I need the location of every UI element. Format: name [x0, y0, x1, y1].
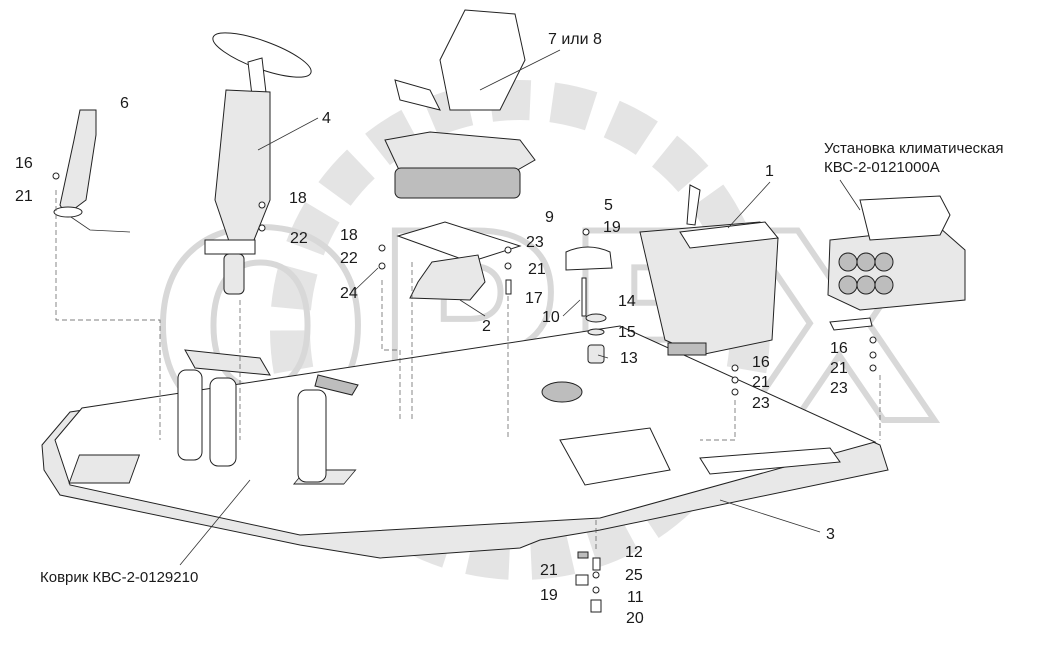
caption-climate-unit-line1: Установка климатическая	[824, 140, 1004, 157]
callout-16-console: 16	[752, 354, 770, 371]
callout-23-console: 23	[752, 395, 770, 412]
control-console	[639, 184, 779, 356]
callout-21-climate: 21	[830, 360, 848, 377]
callout-22-base: 22	[340, 250, 358, 267]
callout-19-cap: 19	[603, 219, 621, 236]
callout-9: 9	[545, 209, 554, 226]
callout-17: 17	[525, 290, 543, 307]
callout-15: 15	[618, 324, 636, 341]
seat-base	[396, 221, 522, 301]
callout-24: 24	[340, 285, 358, 302]
small-parts	[541, 246, 613, 403]
callout-3: 3	[826, 526, 835, 543]
callout-18-base: 18	[340, 227, 358, 244]
callout-2: 2	[482, 318, 491, 335]
floor-platform	[41, 325, 889, 559]
alignment-lines	[55, 190, 881, 550]
callout-7-or-8: 7 или 8	[548, 31, 602, 48]
callout-16-climate: 16	[830, 340, 848, 357]
callout-13: 13	[620, 350, 638, 367]
callout-18-column: 18	[289, 190, 307, 207]
callout-6: 6	[120, 95, 129, 112]
callout-5: 5	[604, 197, 613, 214]
callout-22-column: 22	[290, 230, 308, 247]
hardware	[52, 172, 877, 613]
steering-column	[204, 32, 312, 295]
callout-labels: 1 2 3 4 5 6 7 или 8 9 10 11 12 13 14 15 …	[15, 31, 848, 627]
leader-lines	[179, 49, 861, 566]
callout-1: 1	[765, 163, 774, 180]
callout-12: 12	[625, 544, 643, 561]
callout-23-climate: 23	[830, 380, 848, 397]
callout-11: 11	[627, 589, 644, 606]
callout-21-left: 21	[15, 188, 33, 205]
callout-23-base: 23	[526, 234, 544, 251]
captions: Установка климатическая КВС-2-0121000А К…	[40, 140, 1004, 586]
lever-assembly	[53, 109, 131, 233]
callout-14: 14	[618, 293, 636, 310]
callout-21-floor: 21	[540, 562, 558, 579]
callout-21-base: 21	[528, 261, 546, 278]
callout-4: 4	[322, 110, 331, 127]
callout-25: 25	[625, 567, 643, 584]
callout-16-left: 16	[15, 155, 33, 172]
caption-mat: Коврик КВС-2-0129210	[40, 569, 198, 586]
pedal-boots	[177, 349, 359, 483]
callout-19-floor: 19	[540, 587, 558, 604]
climate-unit	[827, 195, 966, 331]
callout-20: 20	[626, 610, 644, 627]
callout-10: 10	[542, 309, 560, 326]
seat	[384, 9, 536, 199]
callout-21-console: 21	[752, 374, 770, 391]
caption-climate-unit-line2: КВС-2-0121000А	[824, 159, 940, 176]
